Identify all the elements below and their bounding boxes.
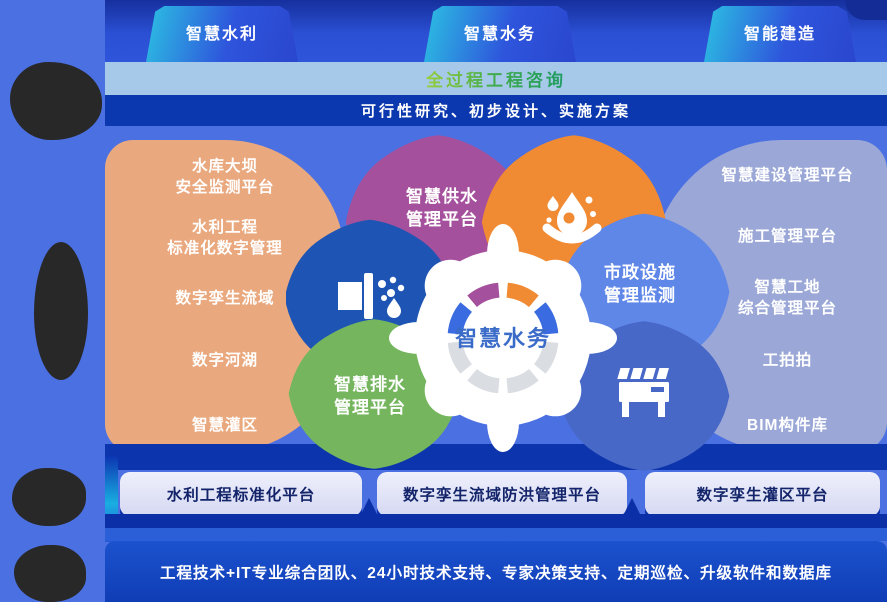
left-column-item: 水库大坝 安全监测平台	[105, 156, 345, 198]
tab-smart-water-affairs[interactable]: 智慧水务	[424, 6, 576, 62]
button-label: 数字孪生灌区平台	[696, 487, 829, 504]
footer-service-bar: 工程技术+IT专业综合团队、24小时技术支持、专家决策支持、定期巡检、升级软件和…	[105, 541, 887, 602]
tab-smart-construction[interactable]: 智能建造	[704, 6, 856, 62]
svg-text:智慧排水: 智慧排水	[334, 374, 406, 394]
tab-smart-water-conservancy[interactable]: 智慧水利	[146, 6, 298, 62]
item-line: 标准化数字管理	[167, 240, 283, 257]
ink-blob-label-1	[10, 62, 102, 140]
item-line: 安全监测平台	[175, 179, 275, 196]
right-column-item: 施工管理平台	[737, 228, 837, 245]
tab-label: 智慧水利	[185, 26, 258, 43]
plan-bar: 可行性研究、初步设计、实施方案	[105, 95, 887, 126]
button-label: 水利工程标准化平台	[166, 487, 316, 504]
left-column-item: 水利工程 标准化数字管理	[105, 217, 345, 259]
tab-label: 智慧水务	[463, 26, 536, 43]
consulting-band: 全过程工程咨询	[105, 62, 887, 95]
button-label: 数字孪生流域防洪管理平台	[402, 487, 601, 504]
corner-decoration	[845, 0, 887, 20]
smart-water-flower-diagram: 智慧供水 管理平台 市政设施 管理监测 智慧排水 管理平台	[286, 135, 730, 471]
peak-decoration	[360, 498, 378, 516]
right-column-item: 工拍拍	[762, 352, 813, 369]
svg-text:管理监测: 管理监测	[604, 285, 676, 305]
center-ring	[447, 282, 559, 394]
peak-decoration	[623, 498, 641, 516]
ink-blob-label-2	[34, 242, 88, 380]
petal-label-drainage: 智慧排水 管理平台	[334, 374, 406, 417]
ink-blob-label-3	[12, 468, 86, 526]
center-label: 智慧水务	[455, 326, 551, 351]
right-column-item: BIM构件库	[747, 417, 828, 434]
button-flood-control-platform[interactable]: 数字孪生流域防洪管理平台	[377, 472, 627, 516]
item-line: 综合管理平台	[737, 300, 837, 317]
item-line: 智慧工地	[754, 279, 821, 296]
button-irrigation-platform[interactable]: 数字孪生灌区平台	[645, 472, 880, 516]
under-band	[105, 514, 887, 528]
left-column-item: 数字孪生流域	[175, 290, 275, 307]
center-flower[interactable]: 智慧水务	[389, 224, 617, 452]
svg-text:市政设施: 市政设施	[604, 262, 676, 282]
right-column-item: 智慧工地 综合管理平台	[688, 277, 887, 319]
left-column-item: 智慧灌区	[191, 417, 258, 434]
footer-stripe	[105, 528, 887, 541]
footer-text: 工程技术+IT专业综合团队、24小时技术支持、专家决策支持、定期巡检、升级软件和…	[159, 564, 833, 582]
plan-bar-text: 可行性研究、初步设计、实施方案	[360, 103, 631, 120]
dam-barrier-icon	[617, 368, 669, 417]
right-column-item: 智慧建设管理平台	[721, 167, 854, 184]
item-line: 水利工程	[191, 219, 258, 236]
pipe-discharge-icon	[338, 273, 405, 319]
tab-label: 智能建造	[743, 26, 816, 43]
button-standardization-platform[interactable]: 水利工程标准化平台	[120, 472, 362, 516]
consulting-band-title: 全过程工程咨询	[426, 66, 566, 91]
petal-label-supply: 智慧供水 管理平台	[406, 186, 478, 229]
petal-label-municipal: 市政设施 管理监测	[604, 262, 676, 305]
left-column-water-conservancy: 水库大坝 安全监测平台 水利工程 标准化数字管理 数字孪生流域 数字河湖 智慧灌…	[105, 140, 345, 452]
left-column-item: 数字河湖	[191, 352, 258, 369]
svg-text:管理平台: 管理平台	[406, 209, 478, 229]
item-line: 水库大坝	[191, 158, 258, 175]
ink-blob-label-4	[14, 545, 86, 602]
water-drop-bowl-icon	[542, 192, 602, 244]
svg-text:管理平台: 管理平台	[334, 397, 406, 417]
svg-text:智慧供水: 智慧供水	[406, 186, 478, 206]
